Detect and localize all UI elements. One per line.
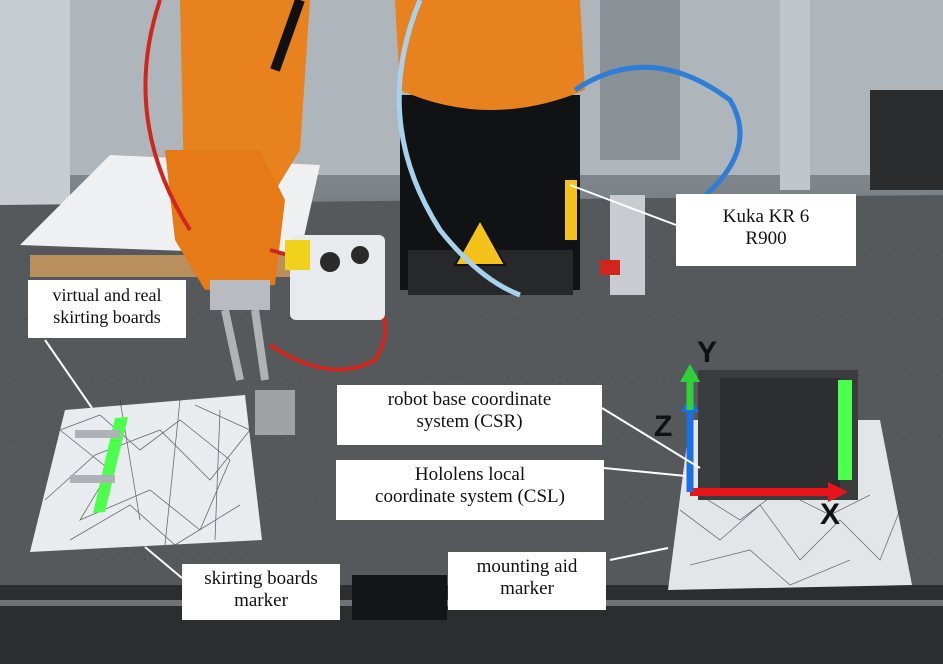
pointer-csr — [601, 407, 701, 469]
skirting-clip-1 — [75, 430, 120, 438]
gripper-part — [255, 390, 295, 435]
machine-frame — [600, 0, 680, 160]
pointer-csl — [603, 467, 687, 477]
yellow-housing — [285, 240, 310, 270]
blue-cable — [573, 64, 743, 202]
label-virtual-real-line2: skirting boards — [53, 307, 161, 327]
warning-sign — [453, 217, 507, 266]
warning-label — [565, 180, 577, 240]
pointer-mounting-marker — [609, 547, 669, 561]
label-hololens-coordinate-system: Hololens local coordinate system (CSL) — [336, 460, 604, 520]
pointer-kuka — [569, 184, 677, 226]
red-cable — [143, 0, 192, 232]
label-virtual-real-boards: virtual and real skirting boards — [28, 280, 186, 338]
axis-letter-y: Y — [697, 336, 718, 369]
label-csr-line1: robot base coordinate — [387, 389, 552, 410]
axis-letter-z: Z — [654, 410, 673, 443]
valve-block — [610, 195, 645, 295]
label-mounting-marker-line2: marker — [500, 578, 554, 599]
robot-wrist — [165, 150, 285, 290]
label-skirting-boards-marker: skirting boards marker — [182, 564, 340, 620]
label-virtual-real-line1: virtual and real — [52, 285, 162, 305]
valve-handle — [600, 260, 620, 275]
pointer-skirting-marker — [144, 546, 183, 579]
label-mounting-aid-marker: mounting aid marker — [448, 552, 606, 610]
skirting-board-plate — [30, 395, 262, 552]
x-axis-arrowhead — [828, 482, 848, 502]
control-button-1 — [320, 252, 340, 272]
skirting-clip-2 — [70, 475, 115, 483]
label-kuka-line1: Kuka KR 6 — [722, 206, 810, 227]
label-csl-line2: coordinate system (CSL) — [375, 486, 565, 507]
control-button-2 — [351, 246, 369, 264]
gripper — [221, 309, 269, 381]
label-robot-base-coordinate-system: robot base coordinate system (CSR) — [337, 385, 602, 445]
pointer-virtual-real — [44, 339, 93, 409]
tool-flange — [210, 280, 270, 310]
mounting-aid-inner — [720, 378, 840, 488]
label-kuka-line2: R900 — [745, 228, 787, 249]
label-skirting-marker-line1: skirting boards — [204, 568, 318, 589]
light-blue-cable — [396, 0, 521, 298]
label-skirting-marker-line2: marker — [234, 590, 288, 611]
black-blocks — [352, 575, 447, 620]
label-csr-line2: system (CSR) — [416, 411, 523, 432]
kuka-logo-stripe — [270, 0, 305, 72]
virtual-green-board-right — [838, 380, 852, 480]
y-axis-arrowhead — [680, 364, 700, 382]
axis-letter-x: X — [820, 498, 841, 531]
robot-shoulder — [395, 0, 585, 110]
aluminium-profile-left — [0, 0, 70, 210]
aluminium-profile-right — [780, 0, 810, 190]
label-mounting-marker-line1: mounting aid — [476, 556, 578, 577]
label-csl-line1: Hololens local — [414, 464, 526, 485]
label-kuka-robot: Kuka KR 6 R900 — [676, 194, 856, 266]
virtual-skirting-board — [93, 417, 128, 513]
monitor — [870, 90, 943, 190]
